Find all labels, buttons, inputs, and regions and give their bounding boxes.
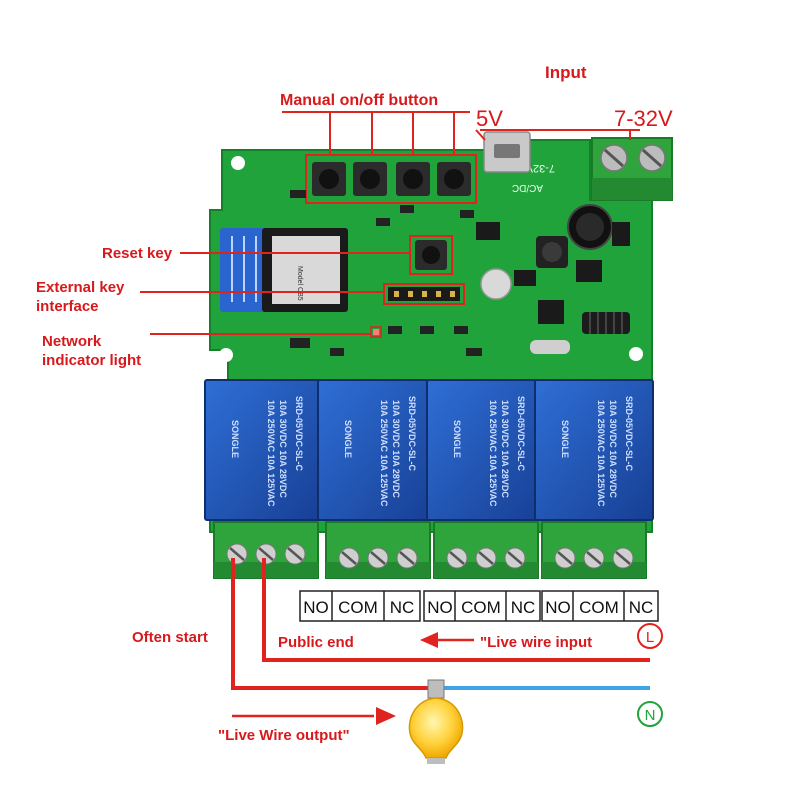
lightbulb-icon [408, 679, 464, 764]
silk-voltage: 7-32V [525, 162, 555, 174]
label-com: COM [338, 598, 378, 617]
relay-4: SONGLE 10A 250VAC 10A 125VAC 10A 30VDC 1… [534, 379, 654, 521]
mount-hole [219, 348, 233, 362]
external-key-header [383, 283, 465, 305]
network-label-1: Network [42, 333, 102, 350]
live-wire [262, 558, 650, 662]
reset-key[interactable] [409, 235, 453, 275]
label-com: COM [579, 598, 619, 617]
crystal [530, 340, 570, 354]
relay-3: SONGLE 10A 250VAC 10A 125VAC 10A 30VDC 1… [426, 379, 546, 521]
left-arrow-icon [420, 632, 474, 648]
manual-button-3[interactable] [396, 162, 430, 196]
public-end-label: Public end [278, 634, 354, 651]
terminal-labels: NO COM NC NO COM NC NO COM NC [299, 590, 659, 622]
network-label-2: indicator light [42, 352, 141, 369]
svg-text:SONGLE: SONGLE [452, 420, 462, 458]
manual-button-label: Manual on/off button [280, 92, 438, 109]
svg-text:L: L [646, 629, 654, 646]
svg-text:10A 250VAC 10A 125VAC: 10A 250VAC 10A 125VAC [266, 400, 276, 507]
svg-text:SONGLE: SONGLE [343, 420, 353, 458]
external-key-label-2: interface [36, 298, 99, 315]
svg-text:SRD-05VDC-SL-C: SRD-05VDC-SL-C [407, 396, 417, 472]
relay-1: SONGLE 10A 250VAC 10A 125VAC 10A 30VDC 1… [204, 379, 324, 521]
svg-text:SONGLE: SONGLE [230, 420, 240, 458]
svg-text:SRD-05VDC-SL-C: SRD-05VDC-SL-C [294, 396, 304, 472]
external-key-label-1: External key [36, 279, 125, 296]
manual-button-2[interactable] [353, 162, 387, 196]
terminal-group-3: NO COM NC [541, 590, 659, 622]
manual-button-1[interactable] [312, 162, 346, 196]
wiring [231, 558, 650, 690]
power-terminal [591, 137, 673, 201]
manual-button-4[interactable] [437, 162, 471, 196]
terminal-group-2: NO COM NC [423, 590, 541, 622]
rf-coil [582, 312, 630, 334]
manual-buttons [305, 154, 477, 204]
svg-text:N: N [645, 707, 656, 724]
svg-text:SRD-05VDC-SL-C: SRD-05VDC-SL-C [624, 396, 634, 472]
ic-chip [612, 222, 630, 246]
svg-text:10A 250VAC 10A 125VAC: 10A 250VAC 10A 125VAC [596, 400, 606, 507]
live-wire-input-label: "Live wire input [480, 634, 592, 651]
ic-chip [538, 300, 564, 324]
label-no: NO [427, 598, 453, 617]
mount-hole [231, 156, 245, 170]
input-5v-label: 5V [476, 106, 503, 131]
svg-text:10A 30VDC 10A 28VDC: 10A 30VDC 10A 28VDC [500, 400, 510, 498]
silk-acdc: AC/DC [512, 182, 543, 193]
label-nc: NC [511, 598, 536, 617]
ic-chip [514, 270, 536, 286]
svg-text:SRD-05VDC-SL-C: SRD-05VDC-SL-C [516, 396, 526, 472]
live-symbol-icon: L [637, 623, 663, 649]
terminal-group-1: NO COM NC [299, 590, 421, 622]
network-led [370, 326, 382, 338]
live-wire-output-label: "Live Wire output" [218, 727, 350, 744]
components [290, 190, 630, 356]
label-nc: NC [390, 598, 415, 617]
svg-text:SONGLE: SONGLE [560, 420, 570, 458]
svg-text:10A 30VDC 10A 28VDC: 10A 30VDC 10A 28VDC [278, 400, 288, 498]
module-label: Model CB5 [296, 266, 303, 301]
electrolytic-cap [480, 268, 512, 300]
often-start-label: Often start [132, 629, 208, 646]
reset-key-label: Reset key [102, 245, 173, 262]
label-no: NO [303, 598, 329, 617]
label-com: COM [461, 598, 501, 617]
mount-hole [629, 347, 643, 361]
relay-2: SONGLE 10A 250VAC 10A 125VAC 10A 30VDC 1… [317, 379, 437, 521]
label-no: NO [545, 598, 571, 617]
input-label: Input [545, 63, 587, 82]
output-wire [231, 558, 436, 690]
wifi-module: Model CB5 [220, 228, 348, 312]
leader-lines [140, 111, 640, 335]
input-7-32v-label: 7-32V [614, 106, 673, 131]
usb-port [483, 131, 531, 173]
label-nc: NC [629, 598, 654, 617]
output-terminals [213, 521, 647, 579]
svg-text:10A 250VAC 10A 125VAC: 10A 250VAC 10A 125VAC [488, 400, 498, 507]
svg-text:10A 30VDC 10A 28VDC: 10A 30VDC 10A 28VDC [391, 400, 401, 498]
regulator [476, 222, 500, 240]
neutral-symbol-icon: N [637, 701, 663, 727]
ic-chip [576, 260, 602, 282]
right-arrow-icon [232, 707, 396, 725]
svg-text:10A 250VAC 10A 125VAC: 10A 250VAC 10A 125VAC [379, 400, 389, 507]
svg-text:10A 30VDC 10A 28VDC: 10A 30VDC 10A 28VDC [608, 400, 618, 498]
